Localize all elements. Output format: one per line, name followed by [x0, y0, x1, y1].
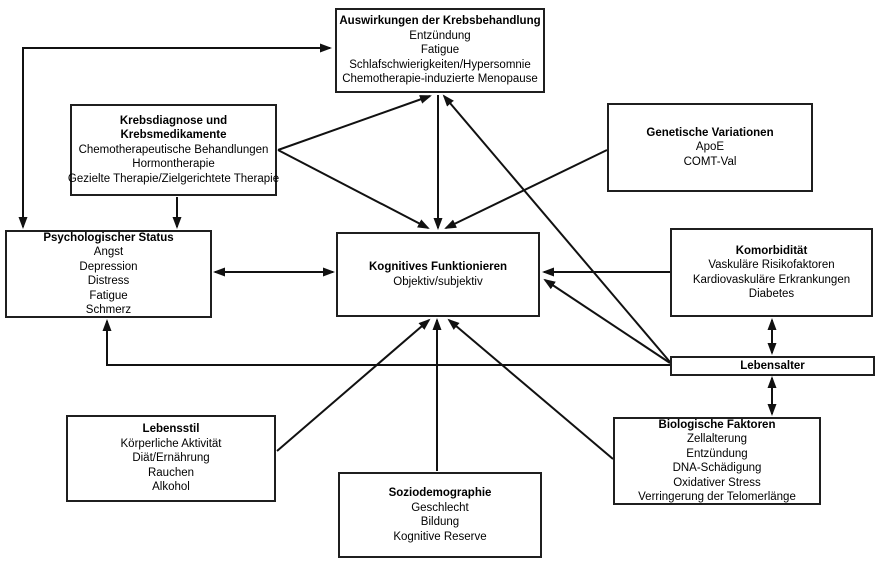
node-item: Diabetes	[748, 288, 795, 300]
node-item: Distress	[87, 275, 130, 287]
node-auswirkungen-der-krebsbehandlung: Auswirkungen der Krebsbehandlung Entzünd…	[335, 8, 545, 93]
node-item: Fatigue	[420, 44, 460, 57]
node-title: Komorbidität	[735, 244, 808, 257]
node-item: Angst	[93, 246, 124, 258]
node-item: Entzündung	[409, 29, 471, 42]
edge-krebsdiagnose--kognitives-funktionieren	[277, 149, 430, 229]
node-item: Alkohol	[152, 481, 190, 494]
node-title: Krebsdiagnose und Krebsmedikamente	[119, 114, 228, 142]
node-item: Bildung	[420, 516, 460, 528]
node-item: Gezielte Therapie/Zielgerichtete Therapi…	[67, 172, 280, 185]
edge-genetische-variationen--kognitives-funktionieren	[444, 149, 608, 229]
node-item: Zellalterung	[686, 433, 748, 445]
node-title: Biologische Faktoren	[658, 418, 776, 431]
node-item: COMT-Val	[683, 155, 737, 168]
node-item: DNA-Schädigung	[672, 462, 762, 474]
node-item: Kardiovaskuläre Erkrankungen	[692, 273, 851, 286]
node-item: Schlafschwierigkeiten/Hypersomnie	[349, 58, 531, 71]
node-item: Vaskuläre Risikofaktoren	[708, 259, 835, 271]
node-item: Rauchen	[147, 466, 195, 479]
edge-biologische-faktoren--kognitives-funktionieren	[447, 318, 614, 460]
node-item: Chemotherapeutische Behandlungen	[78, 143, 269, 156]
node-item: ApoE	[695, 141, 725, 154]
node-kognitives-funktionieren: Kognitives Funktionieren Objektiv/subjek…	[336, 232, 540, 317]
node-item: Entzündung	[686, 447, 748, 460]
node-item: Chemotherapie-induzierte Menopause	[342, 73, 538, 86]
edge-lebensstil--kognitives-funktionieren	[276, 318, 431, 452]
node-title: Genetische Variationen	[646, 126, 774, 139]
node-lebensalter: Lebensalter	[670, 356, 875, 376]
node-title: Lebensalter	[740, 359, 805, 372]
node-item: Schmerz	[85, 304, 132, 316]
edge-krebsdiagnose--auswirkungen	[277, 95, 432, 151]
node-item: Kognitive Reserve	[393, 530, 487, 543]
node-title: Lebensstil	[142, 423, 200, 436]
node-item: Fatigue	[89, 289, 128, 302]
node-krebsdiagnose-und-krebsmedikamente: Krebsdiagnose und Krebsmedikamente Chemo…	[68, 104, 279, 196]
node-title: Kognitives Funktionieren	[368, 261, 507, 273]
node-item: Hormontherapie	[132, 158, 215, 171]
edge-lebensalter--kognitives-funktionieren	[543, 278, 671, 364]
node-item: Verringerung der Telomerlänge	[638, 491, 796, 503]
node-title: Auswirkungen der Krebsbehandlung	[339, 15, 541, 28]
node-item: Körperliche Aktivität	[120, 437, 222, 450]
node-item: Depression	[79, 260, 138, 273]
edge-lebensalter--psychologischer-status	[102, 319, 670, 366]
node-title: Psychologischer Status	[43, 231, 174, 244]
node-item: Oxidativer Stress	[673, 476, 761, 489]
node-item: Diät/Ernährung	[132, 452, 210, 465]
node-item: Geschlecht	[411, 501, 469, 514]
node-item: Objektiv/subjektiv	[393, 275, 483, 288]
node-title: Soziodemographie	[388, 487, 492, 499]
node-items: Objektiv/subjektiv	[393, 275, 482, 290]
